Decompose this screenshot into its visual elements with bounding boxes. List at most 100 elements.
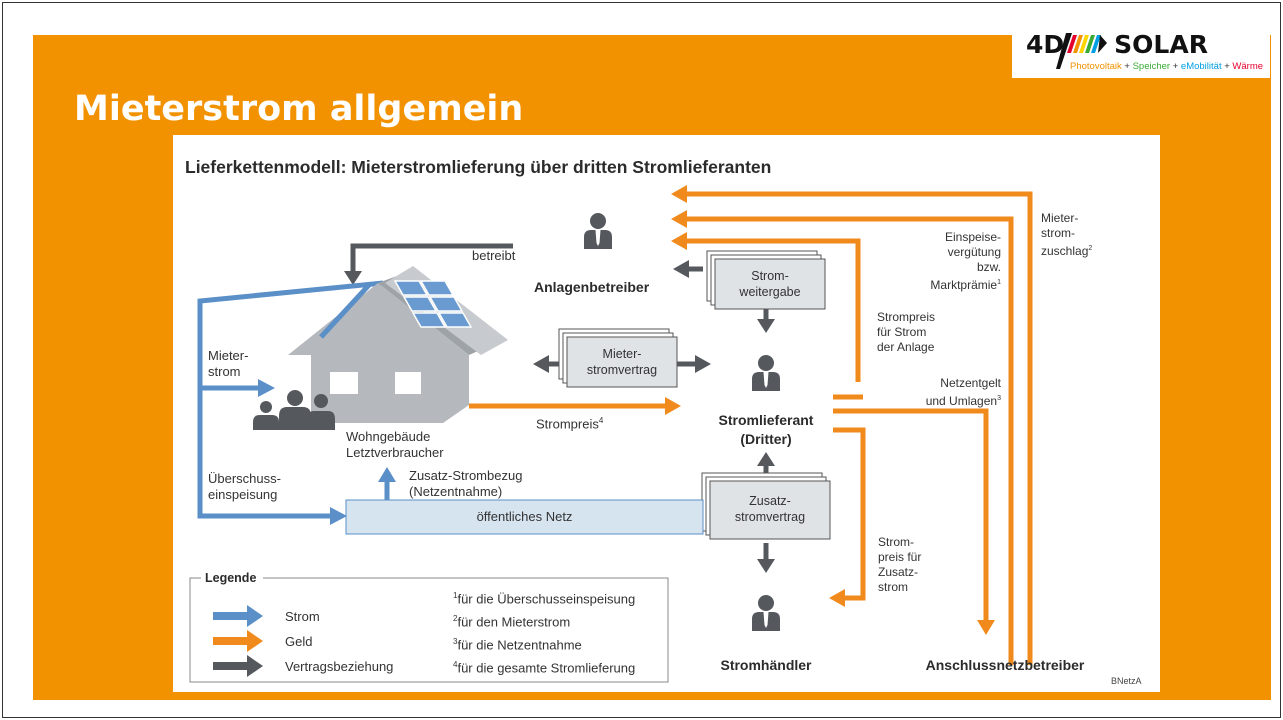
label-einspeiseverguetung-line3: bzw.	[976, 260, 1001, 274]
legend-title: Legende	[205, 571, 257, 585]
label-mieterstrom-line2: strom	[208, 364, 241, 379]
label-mieterstromzuschlag-footnote: 2	[1088, 245, 1093, 252]
legend-note: 1für die Überschusseinspeisung	[453, 588, 635, 607]
legend-note-text: für die Überschusseinspeisung	[457, 591, 636, 607]
netzentgelt-arrow	[833, 408, 989, 622]
tagline-photovoltaik: Photovoltaik	[1070, 61, 1122, 72]
ueberschuss-arrow	[197, 280, 384, 519]
label-strompreis-anlage-line2: für Strom	[877, 325, 927, 339]
label-strompreis-zusatz-line4: strom	[878, 580, 908, 594]
residents-icon	[253, 390, 335, 430]
box-stromweitergabe-line1: Strom-	[751, 269, 789, 283]
label-ueberschusseinspeisung: Überschuss- einspeisung	[208, 471, 281, 503]
betreibt-arrow	[350, 243, 513, 273]
legend-item-vertragsbeziehung: Vertragsbeziehung	[285, 659, 394, 674]
strompreis-zusatz-arrow	[833, 427, 866, 601]
public-grid-bar	[345, 499, 704, 535]
strompreis-anlage-arrow	[685, 238, 861, 382]
box-mieterstromvertrag-line1: Mieter-	[602, 347, 642, 361]
tagline-waerme: Wärme	[1232, 61, 1264, 72]
wohngebaeude-line2: Letztverbraucher	[346, 445, 444, 460]
actor-stromlieferant-line2: (Dritter)	[740, 431, 792, 447]
legend-note-sup: 1	[453, 591, 458, 600]
label-mieterstromzuschlag-line2: strom-	[1041, 226, 1075, 240]
label-oeffentliches-netz: öffentliches Netz	[476, 509, 573, 524]
label-strompreis-zusatz-line2: preis für	[878, 550, 922, 564]
label-zusatz-strombezug-line2: (Netzentnahme)	[409, 484, 503, 499]
source-label: BNetzA	[1111, 676, 1142, 686]
geld-arrows	[469, 191, 1033, 665]
label-strompreis-anlage-line1: Strompreis	[877, 310, 936, 324]
legend-item-geld: Geld	[285, 634, 313, 649]
label-strompreis-anlage-line3: der Anlage	[877, 340, 935, 354]
legend-note-text: für die Netzentnahme	[457, 637, 582, 653]
label-strompreis-text: Strompreis	[536, 416, 599, 432]
label-netzentgelt-line1: Netzentgelt	[940, 376, 1001, 390]
label-mieterstromzuschlag: Mieter- strom- zuschlag2	[1041, 211, 1092, 259]
label-mieterstromzuschlag-line1: Mieter-	[1041, 211, 1079, 225]
box-zusatzstromvertrag-line2: stromvertrag	[734, 510, 806, 524]
label-einspeiseverguetung: Einspeise- vergütung bzw. Marktprämie1	[901, 230, 1001, 293]
label-netzentgelt-line2: und Umlagen	[925, 394, 998, 408]
label-strompreis: Strompreis4	[536, 413, 603, 432]
actor-wohngebaeude: Wohngebäude Letztverbraucher	[346, 429, 444, 461]
label-netzentgelt: Netzentgelt und Umlagen3	[891, 376, 1001, 409]
legend-item-strom: Strom	[285, 609, 320, 624]
contract-arrowheads	[344, 260, 775, 573]
legend-note-sup: 3	[453, 637, 458, 646]
einspeiseverguetung-arrow	[685, 216, 1014, 665]
diagram-graphics	[189, 185, 1033, 683]
anlagenbetreiber-person-icon	[584, 213, 612, 249]
actor-stromlieferant-line1: Stromlieferant	[718, 412, 814, 428]
strom-arrows	[197, 280, 390, 519]
label-einspeiseverguetung-line1: Einspeise-	[944, 230, 1001, 244]
box-stromweitergabe: Strom- weitergabe	[715, 268, 825, 300]
label-mieterstrom-line1: Mieter-	[208, 348, 249, 363]
stromhaendler-person-icon	[752, 595, 780, 631]
actor-anschlussnetzbetreiber: Anschlussnetzbetreiber	[925, 657, 1085, 673]
logo-stripes-icon	[1056, 33, 1107, 69]
legend-note: 3für die Netzentnahme	[453, 634, 582, 653]
house-icon	[288, 266, 508, 423]
legend-arrows	[213, 605, 263, 677]
legend-note-sup: 4	[453, 660, 458, 669]
box-mieterstromvertrag-line2: stromvertrag	[586, 363, 658, 377]
diagram-card: Lieferkettenmodell: Mieterstromlieferung…	[173, 135, 1160, 692]
tagline-emobilitaet: eMobilität	[1180, 61, 1222, 72]
label-einspeiseverguetung-line4: Marktprämie	[930, 278, 998, 292]
tagline-plus: +	[1221, 61, 1233, 72]
label-strompreis-zusatz-line3: Zusatz-	[878, 565, 919, 579]
legend-note: 4für die gesamte Stromlieferung	[453, 657, 635, 676]
label-strompreis-anlage: Strompreis für Strom der Anlage	[877, 310, 935, 355]
actor-stromhaendler: Stromhändler	[720, 657, 812, 673]
slide-title: Mieterstrom allgemein	[74, 89, 524, 129]
label-ueberschuss-line2: einspeisung	[208, 487, 278, 502]
strom-arrowheads	[258, 379, 396, 525]
legend-box	[189, 577, 669, 683]
legend-note-text: für den Mieterstrom	[457, 614, 571, 630]
contract-boxes	[558, 250, 831, 540]
legend-note-sup: 2	[453, 614, 458, 623]
tagline-speicher: Speicher	[1132, 61, 1171, 72]
legend-note-text: für die gesamte Stromlieferung	[457, 660, 636, 676]
label-einspeiseverguetung-line2: vergütung	[947, 245, 1001, 259]
tagline-plus: +	[1121, 61, 1133, 72]
box-mieterstromvertrag: Mieter- stromvertrag	[567, 346, 677, 378]
label-mieterstrom: Mieter- strom	[208, 348, 248, 380]
label-strompreis-zusatz-line1: Strom-	[878, 535, 914, 549]
stromlieferant-person-icon	[752, 355, 780, 391]
box-zusatzstromvertrag: Zusatz- stromvertrag	[710, 493, 830, 525]
label-strompreis-footnote: 4	[598, 416, 604, 425]
label-netzentgelt-footnote: 3	[997, 395, 1001, 402]
geld-arrowheads	[665, 185, 995, 635]
wohngebaeude-line1: Wohngebäude	[346, 429, 431, 444]
label-strompreis-zusatzstrom: Strom- preis für Zusatz- strom	[878, 535, 921, 595]
label-zusatz-strombezug-line1: Zusatz-Strombezug	[409, 468, 523, 483]
legend-note: 2für den Mieterstrom	[453, 611, 570, 630]
label-betreibt: betreibt	[472, 248, 516, 263]
label-zusatz-strombezug: Zusatz-Strombezug (Netzentnahme)	[409, 468, 522, 500]
logo-brand-left: 4D	[1026, 30, 1065, 59]
logo-tagline: Photovoltaik + Speicher + eMobilität + W…	[1070, 61, 1263, 72]
actor-anlagenbetreiber: Anlagenbetreiber	[534, 279, 650, 295]
